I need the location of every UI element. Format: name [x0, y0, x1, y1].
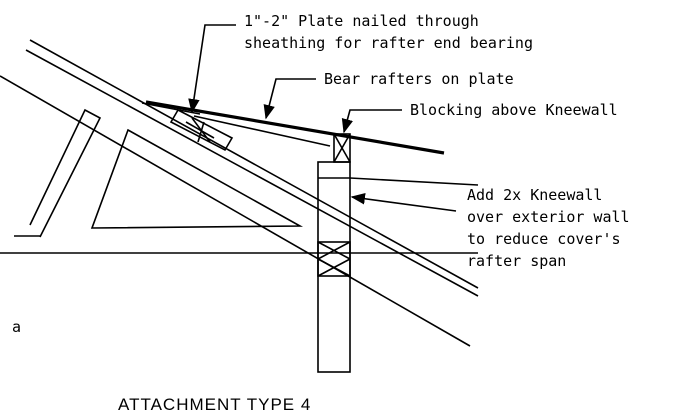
detail-marker: a — [12, 318, 21, 336]
bear-callout: Bear rafters on plate — [324, 70, 514, 88]
blocking-callout: Blocking above Kneewall — [410, 101, 618, 119]
bearing-plate — [169, 108, 234, 152]
kneewall-callout-line1: Add 2x Kneewall — [467, 186, 602, 204]
callout-leaders — [188, 24, 457, 212]
truss-webs — [0, 108, 478, 254]
kneewall-callout-line2: over exterior wall — [467, 208, 630, 226]
plate-callout-line2: sheathing for rafter end bearing — [244, 34, 533, 52]
plate-callout-line1: 1"-2" Plate nailed through — [244, 12, 479, 30]
drawing-title: ATTACHMENT TYPE 4 — [118, 395, 311, 414]
existing-rafter — [0, 39, 479, 347]
kneewall-callout-line4: rafter span — [467, 252, 566, 270]
kneewall-callout-line3: to reduce cover's — [467, 230, 621, 248]
kneewall — [317, 133, 479, 373]
